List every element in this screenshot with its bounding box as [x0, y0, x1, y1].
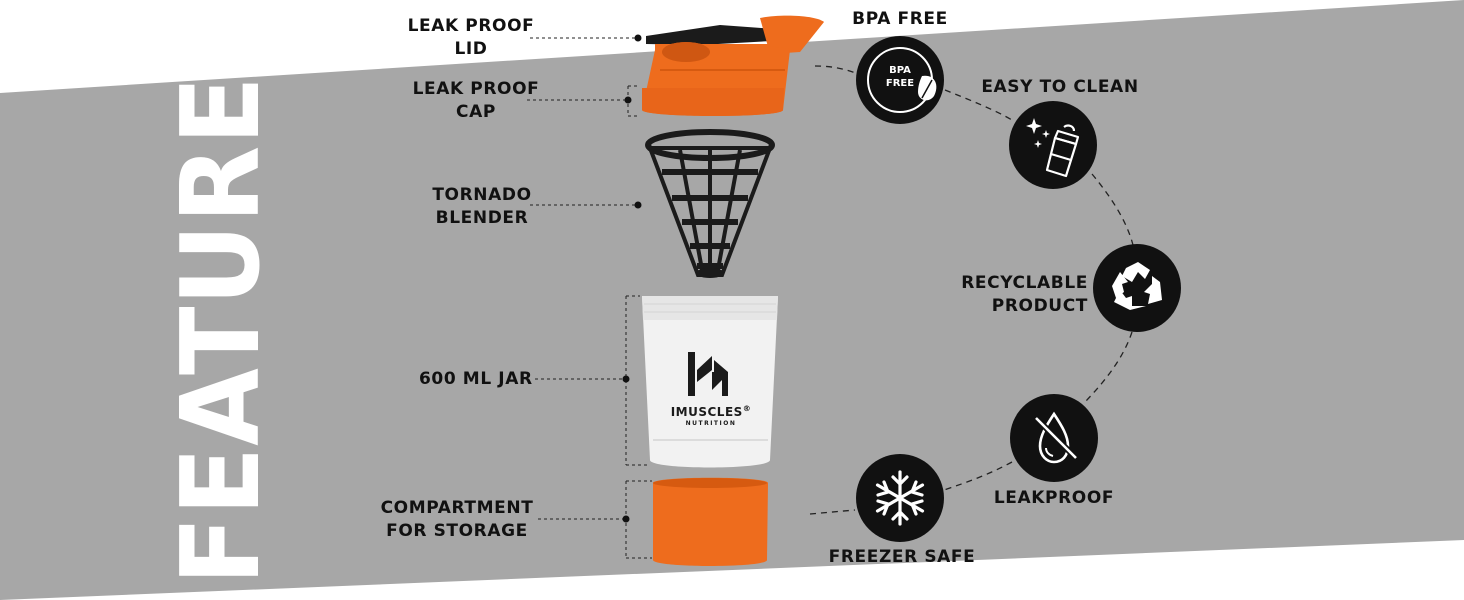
brand-logo: IMUSCLES® NUTRITION: [664, 402, 758, 428]
brand-sub: NUTRITION: [685, 420, 737, 427]
label-bpa-free: BPA FREE: [852, 9, 948, 29]
label-easy-to-clean: EASY TO CLEAN: [981, 77, 1139, 97]
label-freezer-safe: FREEZER SAFE: [828, 547, 976, 567]
bpa-badge-text: BPA FREE: [885, 65, 915, 89]
shaker-cap: [642, 42, 790, 116]
brand-registered-mark: ®: [742, 404, 752, 413]
label-leakproof: LEAKPROOF: [993, 488, 1115, 508]
sparkling-shaker-icon: [1009, 101, 1097, 189]
bpa-free-leaf-icon: [856, 36, 944, 124]
jar: [642, 296, 778, 468]
label-compartment-storage: COMPARTMENT FOR STORAGE: [380, 498, 534, 541]
tornado-blender: [645, 129, 775, 278]
label-600ml-jar: 600 ML JAR: [419, 369, 533, 389]
label-leak-proof-lid: LEAK PROOF LID: [407, 16, 535, 59]
feature-arc: [809, 65, 1134, 515]
recycle-icon: [1093, 244, 1181, 332]
crossed-drop-icon: [1010, 394, 1098, 482]
label-tornado-blender: TORNADO BLENDER: [432, 185, 532, 228]
brand-name: IMUSCLES: [670, 405, 743, 419]
label-leak-proof-cap: LEAK PROOF CAP: [412, 79, 540, 122]
label-recyclable-product: RECYCLABLE PRODUCT: [961, 273, 1088, 316]
part-leader-dots: [622, 34, 642, 523]
snowflake-icon: [856, 454, 944, 542]
storage-compartment: [653, 477, 768, 566]
